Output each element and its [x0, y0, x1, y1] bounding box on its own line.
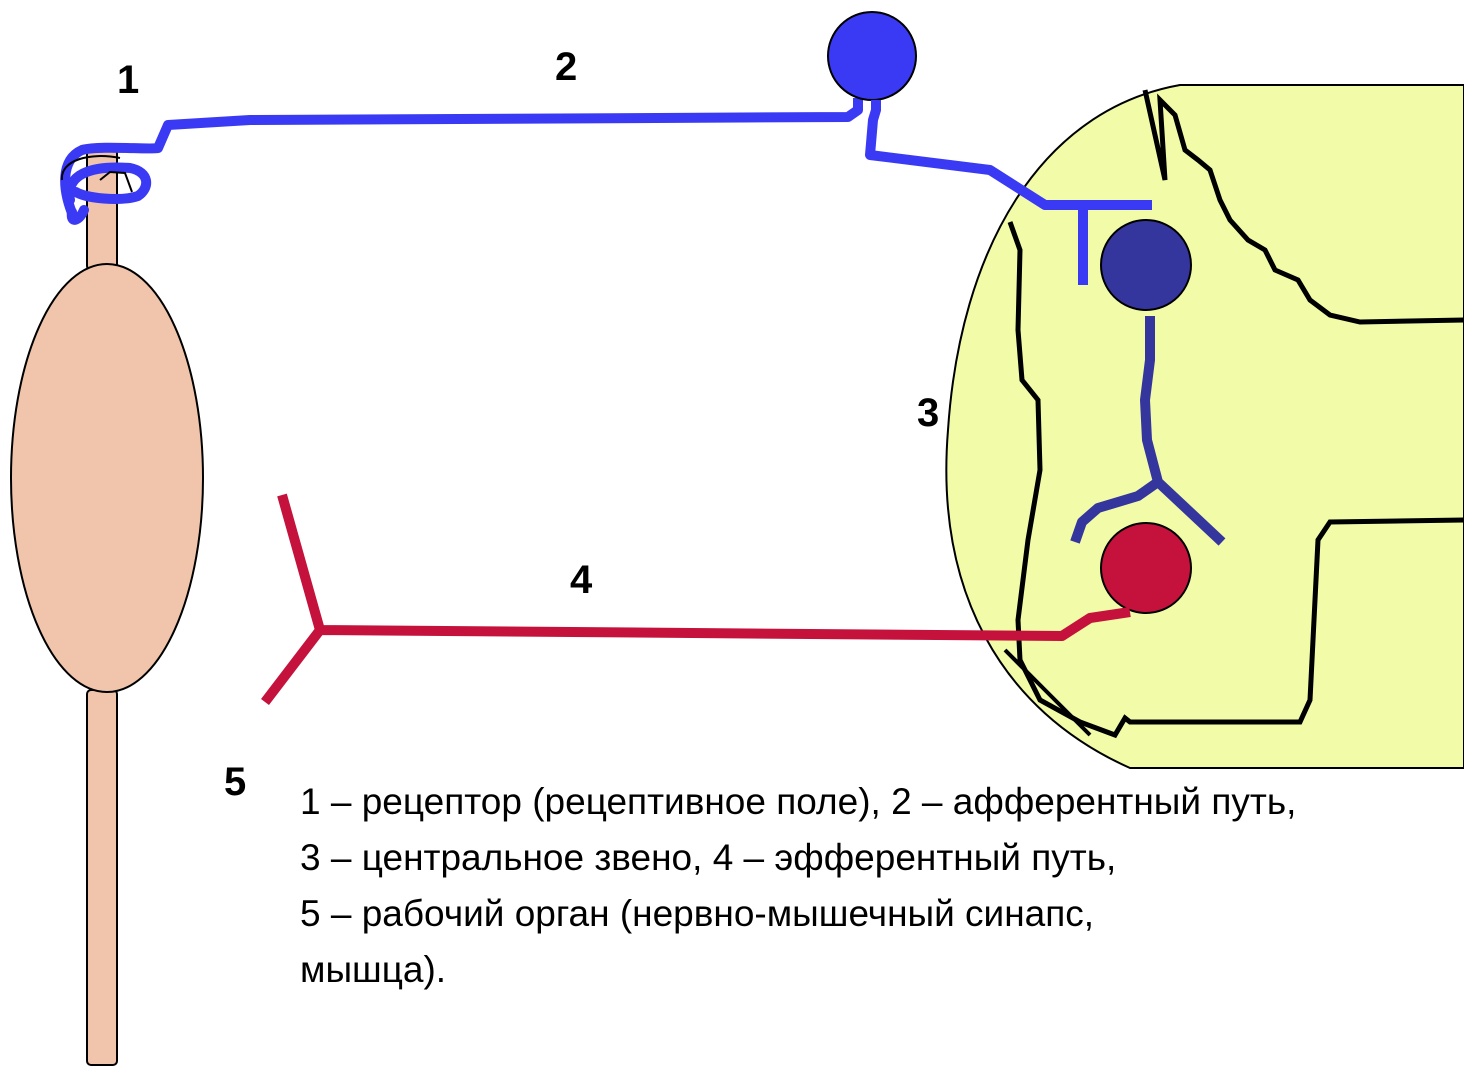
label-receptor: 1 [117, 58, 140, 102]
legend-line-2: 3 – центральное звено, 4 – эфферентный п… [300, 837, 1117, 878]
label-organ: 5 [224, 760, 247, 804]
gray-matter-outline-bottom [1003, 648, 1092, 737]
gray-matter-outline-top [1142, 89, 1464, 325]
cns-section [945, 84, 1464, 769]
legend-line-1: 1 – рецептор (рецептивное поле), 2 – афф… [300, 781, 1297, 822]
interneuron-body [1100, 219, 1192, 311]
legend-caption: 1 – рецептор (рецептивное поле), 2 – афф… [300, 774, 1464, 998]
tendon-bottom [86, 689, 118, 1066]
efferent-axon [261, 493, 1131, 706]
receptor-ending [64, 162, 152, 225]
interneuron-axon [1070, 316, 1226, 546]
afferent-neuron-body [827, 11, 917, 101]
receptor-ending-detail [60, 155, 133, 193]
muscle-belly [10, 263, 204, 693]
legend-line-3: 5 – рабочий орган (нервно-мышечный синап… [300, 893, 1095, 934]
legend-line-4: мышца). [300, 949, 447, 990]
label-efferent: 4 [570, 558, 593, 602]
gray-matter-outline-left [1007, 221, 1464, 739]
label-center: 3 [917, 391, 940, 435]
label-afferent: 2 [555, 45, 578, 89]
afferent-central-process [865, 100, 1152, 210]
efferent-neuron-body [1100, 522, 1192, 614]
afferent-axon [60, 98, 863, 220]
